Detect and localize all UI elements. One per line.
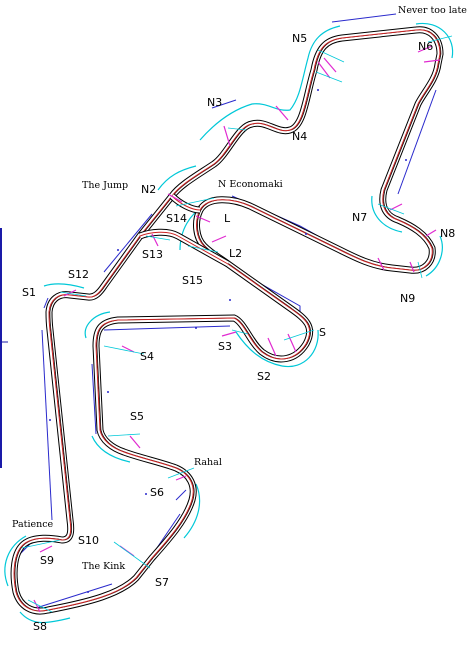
label-s10: S10	[78, 534, 99, 547]
label-s8: S8	[33, 620, 47, 633]
label-the-jump: The Jump	[82, 180, 128, 191]
reference-ticks	[21, 35, 453, 613]
label-n5: N5	[292, 32, 307, 45]
label-s2: S2	[257, 370, 271, 383]
label-rahal: Rahal	[194, 457, 222, 468]
label-s13: S13	[142, 248, 163, 261]
label-never-too-late: Never too late	[398, 5, 467, 16]
label-l2: L2	[229, 247, 242, 260]
circuit-main	[14, 30, 441, 611]
label-s1: S1	[22, 286, 36, 299]
label-s5: S5	[130, 410, 144, 423]
label-the-kink: The Kink	[82, 561, 125, 572]
label-s9: S9	[40, 554, 54, 567]
corner-labels: Never too late N5 N6 N3 N4 The Jump N2 N…	[12, 5, 467, 633]
label-n7: N7	[352, 211, 367, 224]
label-n4: N4	[292, 130, 307, 143]
label-s12: S12	[68, 268, 89, 281]
label-n2: N2	[141, 183, 156, 196]
barrier-posts	[49, 89, 407, 593]
track-limit-lines	[4, 22, 454, 624]
label-patience: Patience	[12, 519, 54, 530]
label-n9: N9	[400, 292, 415, 305]
label-n3: N3	[207, 96, 222, 109]
label-s: S	[319, 326, 326, 339]
label-s6: S6	[150, 486, 164, 499]
label-n8: N8	[440, 227, 455, 240]
label-s4: S4	[140, 350, 154, 363]
label-l: L	[224, 212, 231, 225]
barrier-lines	[17, 13, 437, 609]
label-n6: N6	[418, 40, 433, 53]
label-n-economaki: N Economaki	[218, 179, 283, 190]
label-s14: S14	[166, 212, 187, 225]
label-s7: S7	[155, 576, 169, 589]
label-s15: S15	[182, 274, 203, 287]
label-s3: S3	[218, 340, 232, 353]
left-edge-rule	[0, 228, 2, 468]
